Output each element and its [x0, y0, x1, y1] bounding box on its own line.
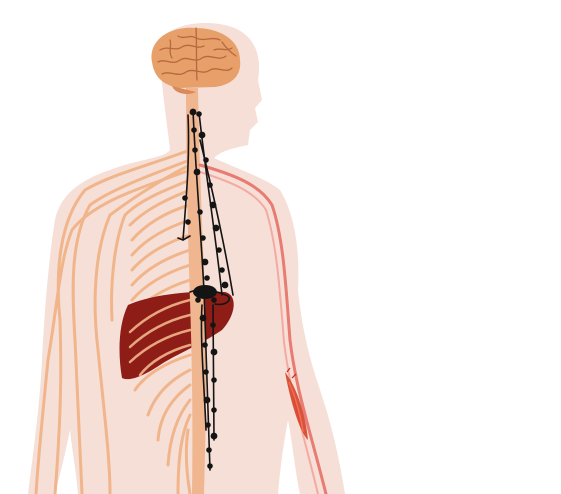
body-silhouette: [28, 23, 345, 494]
lymph-node: [210, 348, 218, 356]
lymph-node: [205, 422, 211, 428]
lymph-node: [203, 157, 209, 163]
lymph-node: [212, 224, 220, 232]
lymph-node: [200, 235, 206, 241]
lymph-node: [189, 108, 197, 116]
lymph-node: [216, 247, 222, 253]
lymph-nodes: [182, 108, 229, 469]
lymph-node: [211, 407, 217, 413]
lymph-node: [182, 195, 188, 201]
lymph-node: [209, 201, 217, 209]
lymph-node: [210, 432, 218, 440]
lymph-node: [210, 322, 216, 328]
brain-icon: [151, 27, 241, 94]
lymph-node: [191, 127, 197, 133]
lymph-node: [195, 297, 201, 303]
central-ganglion: [193, 285, 217, 299]
muscle-lesion-icon: [285, 367, 308, 440]
lymph-node: [211, 297, 217, 303]
lymph-node: [193, 168, 201, 176]
lymph-node: [198, 131, 206, 139]
lymph-node: [199, 314, 207, 322]
liver-overlying-nerves: [128, 298, 192, 377]
lymph-node: [221, 281, 229, 289]
lymph-node: [206, 447, 212, 453]
lymph-node: [207, 463, 213, 469]
lymph-node: [201, 258, 209, 266]
lymph-node: [204, 275, 210, 281]
lymph-node: [202, 342, 208, 348]
lymph-node: [196, 111, 202, 117]
lymph-node: [203, 396, 211, 404]
lymph-node: [207, 182, 213, 188]
lymph-node: [219, 267, 225, 273]
lymph-node: [185, 219, 191, 225]
lymph-node: [211, 377, 217, 383]
lymph-node: [192, 147, 198, 153]
lymph-node: [203, 369, 209, 375]
lymph-node: [197, 209, 203, 215]
